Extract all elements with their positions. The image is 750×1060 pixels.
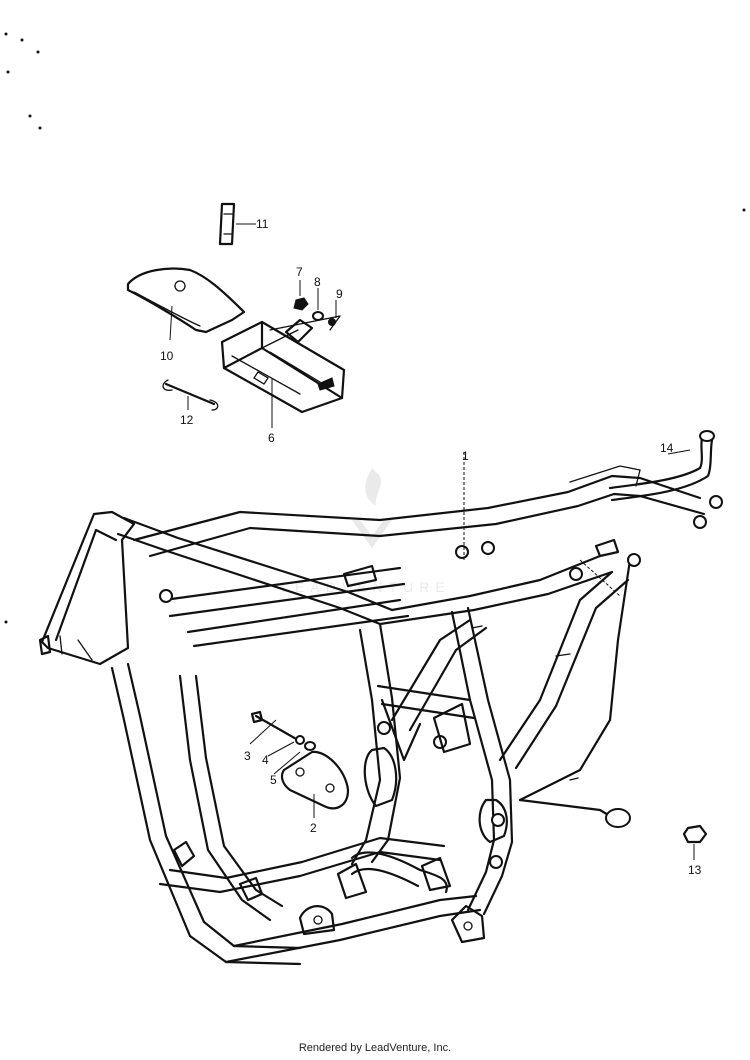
callout-8: 8 bbox=[314, 275, 321, 289]
callout-6: 6 bbox=[268, 431, 275, 445]
callout-3: 3 bbox=[244, 749, 251, 763]
callout-5: 5 bbox=[270, 773, 277, 787]
part-4-washer[interactable] bbox=[295, 735, 305, 745]
callout-1: 1 bbox=[462, 449, 469, 463]
part-5-nut[interactable] bbox=[304, 741, 316, 751]
callout-11: 11 bbox=[256, 217, 269, 231]
part-6-battery-box[interactable] bbox=[220, 318, 346, 414]
callout-7: 7 bbox=[296, 265, 303, 279]
callout-12: 12 bbox=[180, 413, 194, 427]
leader-lines bbox=[169, 223, 695, 860]
callout-9: 9 bbox=[336, 287, 343, 301]
callout-2: 2 bbox=[310, 821, 317, 835]
part-3-bolt[interactable] bbox=[250, 710, 300, 742]
assembly-arrow bbox=[269, 315, 341, 331]
callout-labels: 1 2 3 4 5 6 7 8 9 10 11 12 13 14 bbox=[160, 217, 702, 877]
part-12-clip[interactable] bbox=[162, 379, 219, 411]
scan-specks bbox=[4, 32, 746, 624]
callout-13: 13 bbox=[688, 863, 702, 877]
part-2-bracket[interactable] bbox=[280, 750, 350, 810]
part-13-cap[interactable] bbox=[682, 824, 708, 844]
part-7-nut[interactable] bbox=[293, 297, 309, 311]
part-11-strap[interactable] bbox=[218, 202, 236, 246]
part-10-cover[interactable] bbox=[126, 267, 246, 334]
part-1-frame[interactable] bbox=[38, 465, 723, 966]
part-8-washer[interactable] bbox=[312, 311, 324, 321]
footer-credit: Rendered by LeadVenture, Inc. bbox=[298, 1042, 452, 1054]
callout-10: 10 bbox=[160, 349, 174, 363]
callout-14: 14 bbox=[660, 441, 674, 455]
callout-4: 4 bbox=[262, 753, 269, 767]
